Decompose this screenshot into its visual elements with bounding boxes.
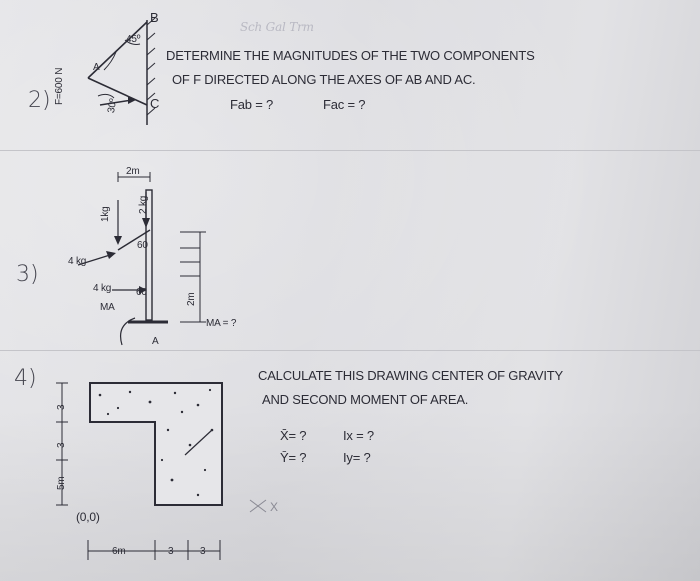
problem-2-line-1: DETERMINE THE MAGNITUDES OF THE TWO COMP… (166, 48, 535, 63)
problem-3-number: 3) (16, 262, 39, 287)
dim-side-1: 3 (56, 404, 67, 410)
dim-bottom-3: 3 (200, 546, 206, 557)
iy-query: Iy= ? (343, 450, 371, 465)
dim-side-2: 3 (56, 442, 67, 448)
fac-query: Fac = ? (323, 97, 366, 112)
load-4kg-a: 4 kg (68, 256, 87, 267)
xbar-query: X̄= ? (280, 428, 307, 443)
ruled-line (0, 150, 700, 151)
origin-label: (0,0) (76, 510, 100, 524)
problem-2-number: 2) (28, 88, 51, 113)
problem-4-number: 4) (14, 366, 37, 391)
angle-60-a: 60 (137, 240, 148, 251)
angle-60-b: 60 (136, 287, 147, 298)
ma-label: MA (100, 302, 115, 313)
fab-query: Fab = ? (230, 97, 274, 112)
problem-4-line-2: AND SECOND MOMENT OF AREA. (262, 392, 469, 407)
dim-top: 2m (126, 166, 140, 177)
point-c: C (150, 96, 160, 111)
ix-query: Ix = ? (343, 428, 374, 443)
ruled-line (0, 350, 700, 351)
watermark: Sch Gal Trm (240, 20, 314, 34)
point-a: A (93, 62, 100, 73)
point-b: B (150, 10, 159, 25)
dim-side-3: 5m (56, 476, 67, 491)
dim-bottom-1: 6m (112, 546, 126, 557)
axis-x-label: X (270, 500, 278, 514)
support-a: A (152, 336, 159, 347)
ma-query: MA = ? (206, 318, 237, 329)
problem-2-line-2: OF F DIRECTED ALONG THE AXES OF AB AND A… (172, 72, 476, 87)
dim-bottom-2: 3 (168, 546, 174, 557)
load-4kg-b: 4 kg (93, 283, 112, 294)
problem-4-line-1: CALCULATE THIS DRAWING CENTER OF GRAVITY (258, 368, 563, 383)
angle-45: 45º (126, 34, 141, 45)
ybar-query: Ȳ= ? (280, 450, 307, 465)
